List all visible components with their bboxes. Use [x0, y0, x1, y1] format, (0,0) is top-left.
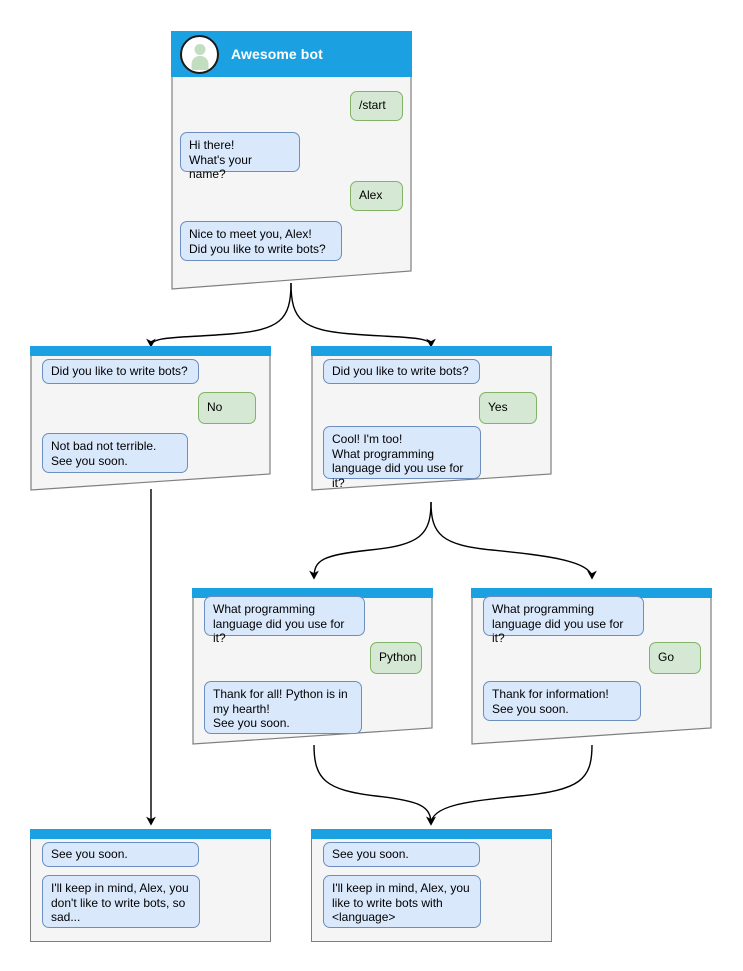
message-bubble-user: Alex — [350, 181, 403, 211]
node-go-branch-body: What programming language did you use fo… — [471, 588, 712, 745]
node-no-branch[interactable]: Did you like to write bots? No Not bad n… — [30, 346, 271, 491]
edge-python-to-end-yes — [313, 744, 436, 826]
message-bubble-user: Go — [649, 642, 701, 674]
node-end-yes-body: See you soon. I'll keep in mind, Alex, y… — [311, 829, 552, 942]
edge-yes-to-go — [430, 501, 597, 580]
node-python-branch-body: What programming language did you use fo… — [192, 588, 433, 745]
node-yes-branch-header — [311, 346, 552, 356]
node-no-branch-body: Did you like to write bots? No Not bad n… — [30, 346, 271, 491]
message-bubble-bot: What programming language did you use fo… — [204, 596, 365, 645]
node-no-branch-header — [30, 346, 271, 356]
bot-title: Awesome bot — [231, 46, 323, 62]
node-root[interactable]: Awesome bot /start Hi there! What's your… — [171, 31, 412, 290]
message-bubble-bot: Hi there! What's your name? — [180, 132, 300, 181]
node-go-branch-header — [471, 588, 712, 598]
message-bubble-bot: I'll keep in mind, Alex, you like to wri… — [323, 875, 481, 928]
message-bubble-bot: Thank for all! Python is in my hearth! S… — [204, 681, 362, 734]
node-python-branch[interactable]: What programming language did you use fo… — [192, 588, 433, 745]
node-end-no[interactable]: See you soon. I'll keep in mind, Alex, y… — [30, 829, 271, 942]
node-end-no-header — [30, 829, 271, 839]
message-bubble-bot: Not bad not terrible. See you soon. — [42, 433, 188, 473]
message-bubble-bot: Nice to meet you, Alex! Did you like to … — [180, 221, 342, 261]
edge-root-to-yes — [290, 282, 436, 348]
node-end-yes[interactable]: See you soon. I'll keep in mind, Alex, y… — [311, 829, 552, 942]
node-go-branch[interactable]: What programming language did you use fo… — [471, 588, 712, 745]
message-bubble-user: No — [198, 392, 256, 424]
avatar-body — [191, 55, 208, 70]
node-root-body: /start Hi there! What's your name? Alex … — [171, 31, 412, 290]
edge-go-to-end-yes — [426, 744, 593, 826]
message-bubble-user: Yes — [479, 392, 537, 424]
node-yes-branch-body: Did you like to write bots? Yes Cool! I'… — [311, 346, 552, 491]
message-bubble-bot: What programming language did you use fo… — [483, 596, 644, 645]
message-bubble-bot: Did you like to write bots? — [42, 359, 199, 384]
message-bubble-bot: I'll keep in mind, Alex, you don't like … — [42, 875, 200, 928]
avatar-head — [194, 43, 205, 55]
message-bubble-bot: See you soon. — [42, 842, 199, 867]
node-end-no-body: See you soon. I'll keep in mind, Alex, y… — [30, 829, 271, 942]
edge-root-to-no — [146, 282, 292, 348]
message-bubble-bot: See you soon. — [323, 842, 480, 867]
message-bubble-user: /start — [350, 91, 403, 121]
message-bubble-bot: Thank for information! See you soon. — [483, 681, 641, 721]
edge-yes-to-python — [309, 501, 432, 580]
node-end-yes-header — [311, 829, 552, 839]
person-avatar-icon — [180, 34, 219, 74]
node-python-branch-header — [192, 588, 433, 598]
node-root-header: Awesome bot — [171, 31, 412, 77]
message-bubble-bot: Cool! I'm too! What programming language… — [323, 426, 481, 490]
message-bubble-bot: Did you like to write bots? — [323, 359, 480, 384]
message-bubble-user: Python — [370, 642, 422, 674]
node-yes-branch[interactable]: Did you like to write bots? Yes Cool! I'… — [311, 346, 552, 491]
